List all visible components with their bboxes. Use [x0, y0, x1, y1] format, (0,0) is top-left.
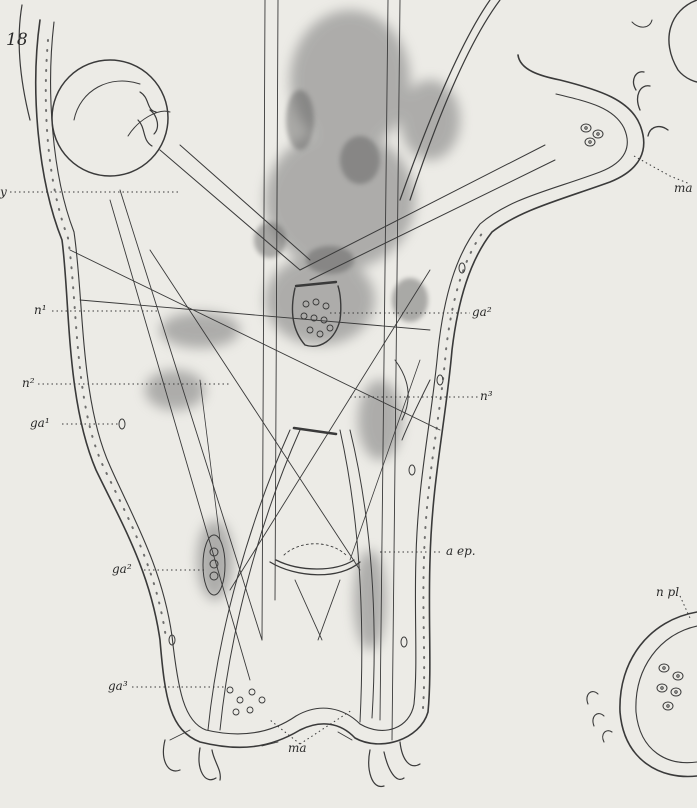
label-ga3: ga³: [108, 680, 128, 692]
label-ga2-left: ga²: [112, 563, 132, 575]
label-n3: n³: [480, 390, 493, 402]
figure-number: 18: [6, 30, 28, 50]
cluster-ga5: [227, 687, 265, 715]
label-ga2-right: ga²: [472, 306, 492, 318]
gut-a-ep: [270, 544, 360, 640]
right-lobe-cells: [581, 124, 603, 146]
label-ga1: ga¹: [30, 417, 50, 429]
bottom-right-organ: [587, 612, 697, 776]
circular-organ: [52, 60, 168, 176]
label-a-ep: a ep.: [446, 545, 476, 557]
label-n1: n¹: [34, 304, 47, 316]
label-n-pl: n pl: [656, 586, 679, 598]
label-n2: n²: [22, 377, 35, 389]
label-ma-bottom: ma: [288, 742, 307, 754]
label-ma-top: ma: [674, 182, 693, 194]
label-y: y: [0, 186, 7, 198]
